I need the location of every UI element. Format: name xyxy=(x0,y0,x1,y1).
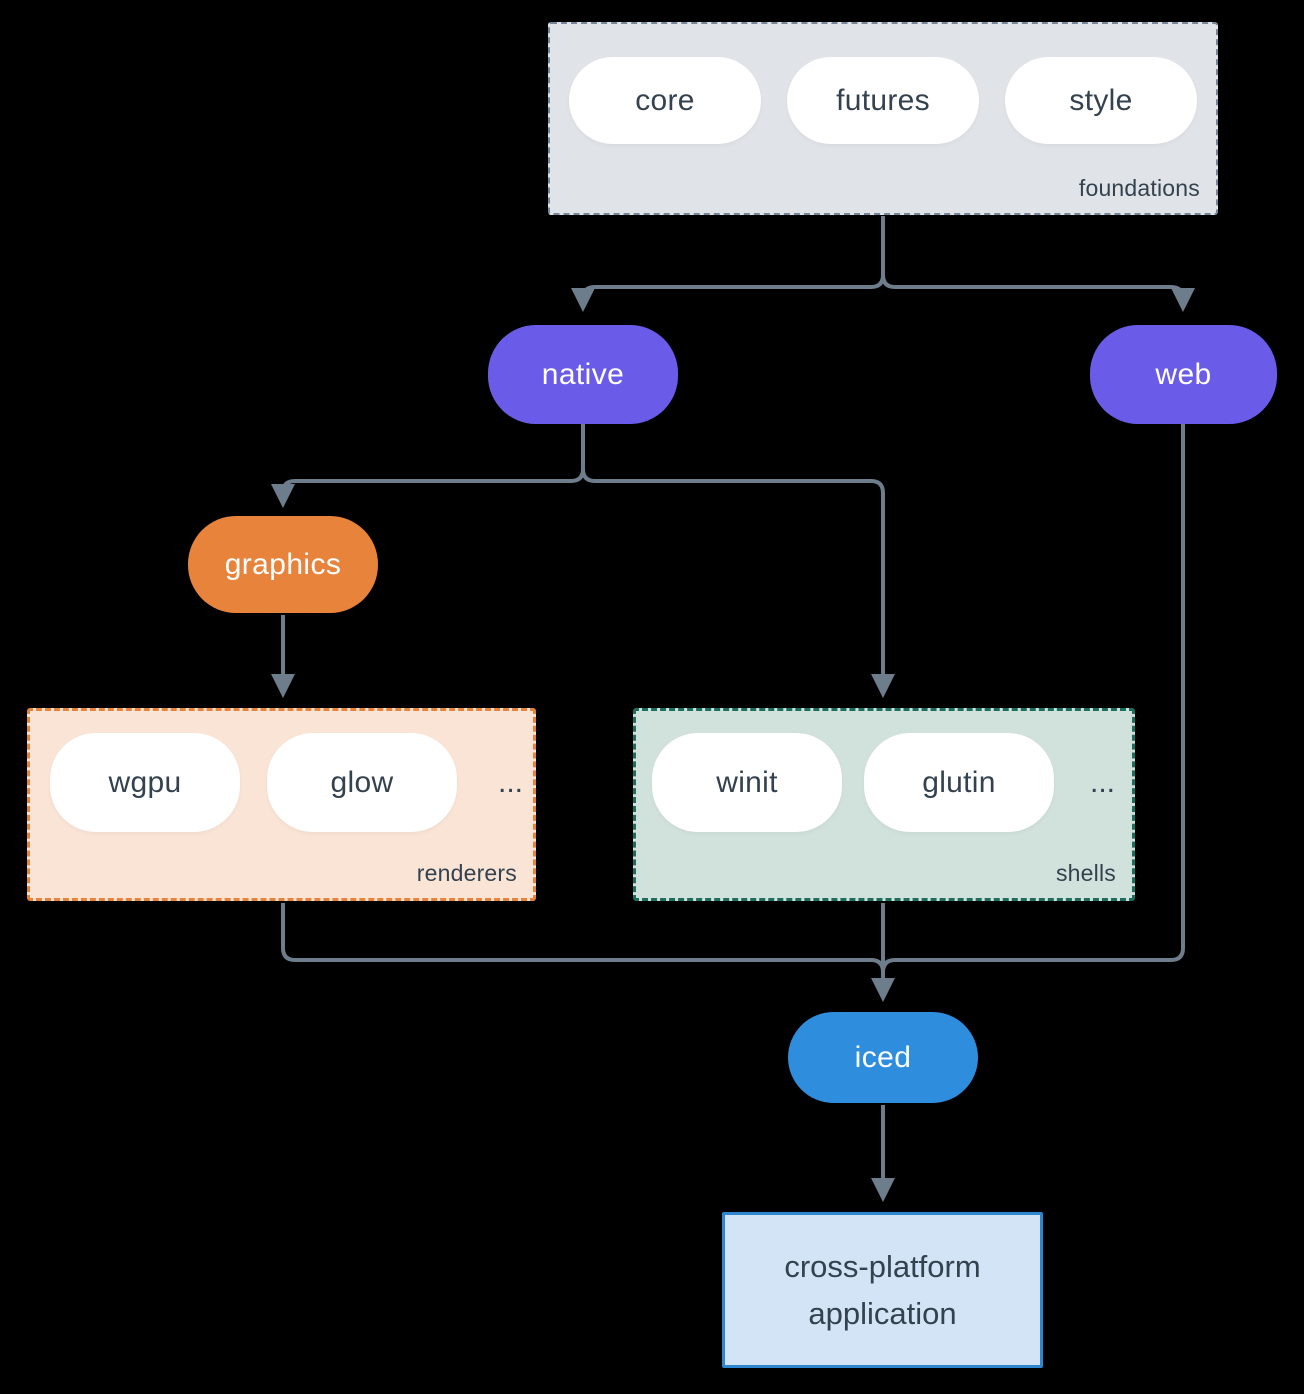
renderers-ellipsis: ... xyxy=(498,765,524,799)
node-graphics: graphics xyxy=(188,516,378,613)
shells-pill-row: winit glutin ... xyxy=(652,733,1115,832)
renderers-label: renderers xyxy=(416,860,517,886)
edge-native-graphics xyxy=(271,424,585,508)
node-native: native xyxy=(488,325,678,424)
foundations-group: core futures style foundations xyxy=(548,22,1218,215)
renderers-pill-row: wgpu glow ... xyxy=(50,733,523,832)
application-box: cross-platform application xyxy=(722,1212,1043,1368)
pill-futures: futures xyxy=(787,57,979,144)
node-web: web xyxy=(1090,325,1277,424)
pill-glutin: glutin xyxy=(864,733,1054,832)
pill-winit: winit xyxy=(652,733,842,832)
edge-foundations-web xyxy=(881,274,1195,312)
shells-group: winit glutin ... shells xyxy=(633,708,1135,901)
foundations-label: foundations xyxy=(1078,175,1200,201)
node-iced: iced xyxy=(788,1012,978,1103)
renderers-group: wgpu glow ... renderers xyxy=(27,708,536,901)
foundations-pill-row: core futures style xyxy=(550,57,1216,144)
pill-wgpu: wgpu xyxy=(50,733,240,832)
pill-style: style xyxy=(1005,57,1197,144)
pill-glow: glow xyxy=(267,733,457,832)
edge-foundations-native xyxy=(571,216,885,312)
shells-ellipsis: ... xyxy=(1090,765,1116,799)
edge-native-shells xyxy=(581,468,895,698)
edge-renderers-merge xyxy=(281,903,885,973)
shells-label: shells xyxy=(1055,860,1116,886)
pill-core: core xyxy=(569,57,761,144)
